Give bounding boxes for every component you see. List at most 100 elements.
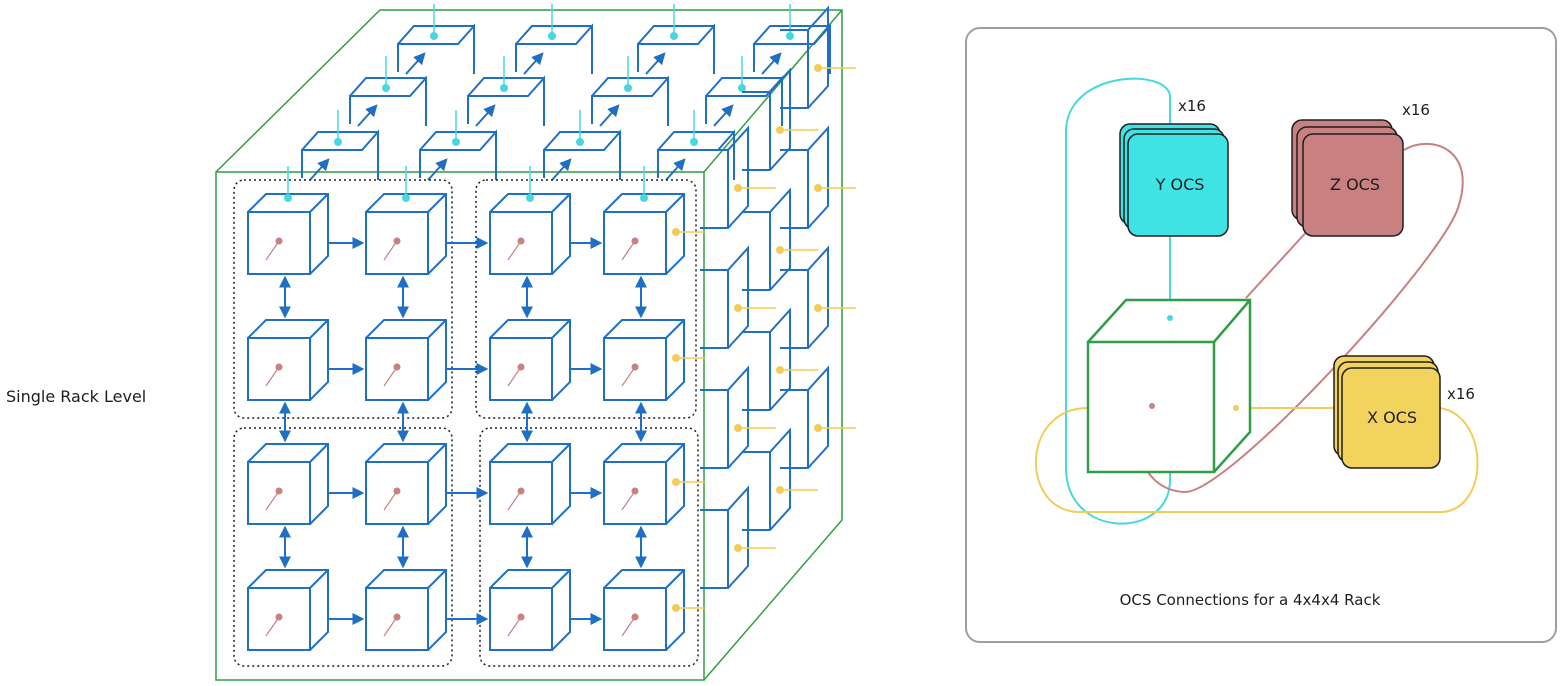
back-chip-frame [543,129,621,180]
side-chip-frame [700,365,749,469]
chip-group-bottom-left [233,427,453,667]
y-stub-dot [382,84,390,92]
y-port-dot [1167,315,1173,321]
y-stub-dot [402,194,410,202]
chip-cube-edge [551,443,571,463]
back-chip-frame [591,75,669,126]
z-arrow [475,104,496,127]
side-chip-frame [780,365,829,469]
x-stub-dot [814,304,822,312]
y-stub-dot [786,32,794,40]
x-stub-dot [814,184,822,192]
z-port-dot [393,237,401,245]
y-stub-dot [576,138,584,146]
z-port-line [265,366,280,387]
z-port-line [265,240,280,261]
back-chip-top [515,25,592,45]
z-arrow [427,158,448,181]
chip-cube-face [489,587,553,651]
side-chip-frame [700,245,749,349]
chip-cube-edge [551,569,571,589]
chip-groups [233,179,699,667]
central-cube [1086,298,1252,474]
chip-cube-edge [665,193,685,213]
back-chip-frame [397,23,475,74]
back-chip-top [705,77,782,97]
chip-cube [489,166,571,275]
x-stub-dot [672,354,680,362]
x-stub-dot [814,424,822,432]
z-port-line [621,616,636,637]
chip-cube-edge [309,319,329,339]
chip-cube [603,319,706,401]
y-stub-dot [670,32,678,40]
x-port-dot [1233,405,1239,411]
side-chip [700,485,776,589]
chip-cube [365,569,447,651]
chip-cube-edge [551,319,571,339]
z-port-line [507,240,522,261]
z-port-dot [517,613,525,621]
back-chip [705,56,783,127]
side-chip-frame [780,5,829,109]
side-chip-frame [780,245,829,349]
side-chip [742,427,818,531]
x-ocs-link [1035,407,1479,513]
chip-cube-edge [551,193,571,213]
chip-cube-edge [665,569,685,589]
y-ocs-count: x16 [1178,97,1206,115]
back-chip [349,56,427,127]
z-port-dot [275,487,283,495]
chip-cube [489,443,571,525]
x-stub-dot [776,246,784,254]
side-chip [700,365,776,469]
z-port-dot [393,487,401,495]
z-arrow [551,158,572,181]
rack-back-layers [301,4,856,589]
chip-cube [247,569,329,651]
chip-cube [247,443,329,525]
y-stub-dot [526,194,534,202]
y-stub-dot [452,138,460,146]
z-port-dot [631,487,639,495]
back-chip [515,4,593,75]
back-chip-frame [637,23,715,74]
z-port-line [507,490,522,511]
chip-cube [603,166,706,275]
x-stub-dot [776,126,784,134]
y-stub-dot [500,84,508,92]
z-port-dot [517,363,525,371]
side-chip [742,187,818,291]
z-arrow [665,158,686,181]
chip-cube [489,319,571,401]
chip-cube-edge [427,569,447,589]
y-stub-dot [624,84,632,92]
z-port-line [507,616,522,637]
z-port-line [383,366,398,387]
x-stub-dot [672,604,680,612]
z-arrow [357,104,378,127]
z-port-dot [631,613,639,621]
ocs-panel [965,27,1557,643]
side-chip-frame [742,427,791,531]
side-chip-frame [742,307,791,411]
side-chip [742,307,818,411]
z-arrow [405,52,426,75]
z-port-line [383,616,398,637]
chip-cube-edge [309,443,329,463]
chip-cube-edge [427,193,447,213]
y-stub-dot [640,194,648,202]
x-stub-dot [734,184,742,192]
back-chip [591,56,669,127]
side-chip-frame [700,125,749,229]
chip-cube-edge [665,443,685,463]
back-chip-top [467,77,544,97]
ocs-panel-caption: OCS Connections for a 4x4x4 Rack [1120,591,1381,609]
z-port-dot [275,363,283,371]
x-stub-dot [734,544,742,552]
back-chip-top [397,25,474,45]
back-chip-frame [705,75,783,126]
back-chip-top [591,77,668,97]
chip-cube-edge [427,319,447,339]
